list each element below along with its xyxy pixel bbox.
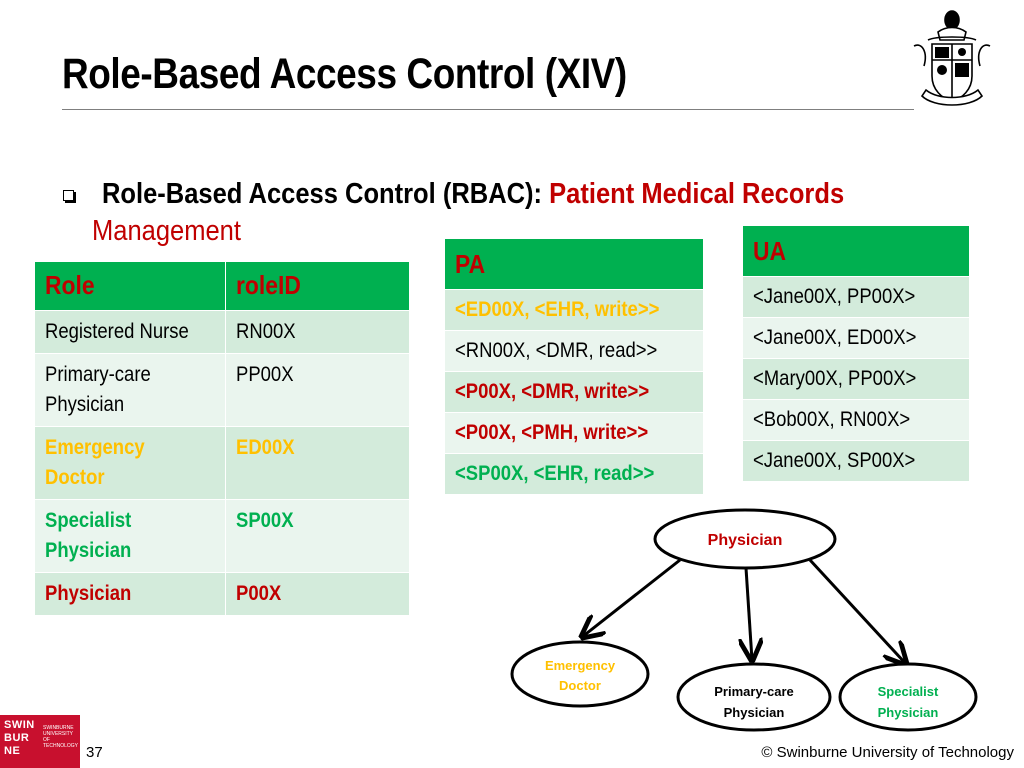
edge-physician-specialist [808, 558, 906, 664]
node-primary-care: Primary-care Physician [676, 662, 832, 732]
table-row: <P00X, <PMH, write>> [444, 412, 704, 454]
ua-cell: <Bob00X, RN00X> [742, 399, 970, 441]
node-physician-label: Physician [708, 532, 783, 549]
bullet-red-text: Patient Medical Records [549, 178, 845, 210]
roleid-cell: SP00X [225, 499, 410, 573]
role-table: Role roleID Registered Nurse RN00X Prima… [34, 261, 410, 616]
table-row: <P00X, <DMR, write>> [444, 371, 704, 413]
node-primary-line1: Primary-care [714, 684, 794, 699]
node-specialist-line1: Specialist [878, 684, 939, 699]
node-emergency-line2: Doctor [559, 678, 601, 693]
edge-physician-emergency [582, 558, 681, 637]
role-header-cell: Role [34, 261, 226, 311]
node-emergency-line1: Emergency [545, 658, 616, 673]
node-emergency-doctor: Emergency Doctor [510, 640, 650, 708]
hierarchy-edges [582, 558, 906, 664]
table-row: <Jane00X, ED00X> [742, 317, 970, 359]
table-row: <SP00X, <EHR, read>> [444, 453, 704, 495]
roleid-header-cell: roleID [225, 261, 410, 311]
table-row: <Bob00X, RN00X> [742, 399, 970, 441]
table-row: <RN00X, <DMR, read>> [444, 330, 704, 372]
roleid-cell: ED00X [225, 426, 410, 500]
roleid-cell: PP00X [225, 353, 410, 427]
pa-cell: <RN00X, <DMR, read>> [444, 330, 704, 372]
node-physician: Physician [653, 508, 837, 570]
ua-cell: <Jane00X, SP00X> [742, 440, 970, 482]
ua-cell: <Jane00X, ED00X> [742, 317, 970, 359]
pa-header-cell: PA [444, 238, 704, 290]
slide-title: Role-Based Access Control (XIV) [62, 50, 627, 98]
ua-cell: <Jane00X, PP00X> [742, 276, 970, 318]
node-primary-line2: Physician [724, 705, 785, 720]
copyright-notice: © Swinburne University of Technology [761, 744, 1014, 761]
table-row: <Mary00X, PP00X> [742, 358, 970, 400]
logo-small-text: SWINBURNE UNIVERSITY OF TECHNOLOGY [43, 725, 79, 749]
node-specialist: Specialist Physician [838, 662, 978, 732]
table-row: Registered Nurse RN00X [34, 310, 410, 354]
pa-cell: <P00X, <PMH, write>> [444, 412, 704, 454]
table-row: Physician P00X [34, 572, 410, 616]
ua-table: UA <Jane00X, PP00X> <Jane00X, ED00X> <Ma… [742, 225, 970, 482]
pa-cell: <ED00X, <EHR, write>> [444, 289, 704, 331]
title-divider [62, 109, 914, 110]
logo-wordmark: SWIN BUR NE [4, 719, 35, 757]
edge-physician-primary [746, 567, 752, 660]
table-row: <Jane00X, SP00X> [742, 440, 970, 482]
bullet-square-icon [63, 190, 74, 201]
page-number: 37 [86, 744, 103, 761]
role-table-header: Role roleID [34, 261, 410, 311]
bullet-bold-text: Role-Based Access Control (RBAC): [102, 178, 543, 210]
ua-header-cell: UA [742, 225, 970, 277]
bullet-text-line1: Role-Based Access Control (RBAC): Patien… [102, 178, 844, 211]
swinburne-logo: SWIN BUR NE SWINBURNE UNIVERSITY OF TECH… [0, 715, 80, 768]
roleid-cell: P00X [225, 572, 410, 616]
role-cell: Registered Nurse [34, 310, 226, 354]
ua-cell: <Mary00X, PP00X> [742, 358, 970, 400]
roleid-cell: RN00X [225, 310, 410, 354]
table-row: <Jane00X, PP00X> [742, 276, 970, 318]
pa-cell: <P00X, <DMR, write>> [444, 371, 704, 413]
ua-table-header: UA [742, 225, 970, 277]
role-cell: Physician [34, 572, 226, 616]
pa-cell: <SP00X, <EHR, read>> [444, 453, 704, 495]
university-crest-logo [913, 10, 991, 106]
node-specialist-line2: Physician [878, 705, 939, 720]
bullet-text-line2: Management [92, 215, 241, 247]
table-row: <ED00X, <EHR, write>> [444, 289, 704, 331]
pa-table-header: PA [444, 238, 704, 290]
pa-table: PA <ED00X, <EHR, write>> <RN00X, <DMR, r… [444, 238, 704, 495]
